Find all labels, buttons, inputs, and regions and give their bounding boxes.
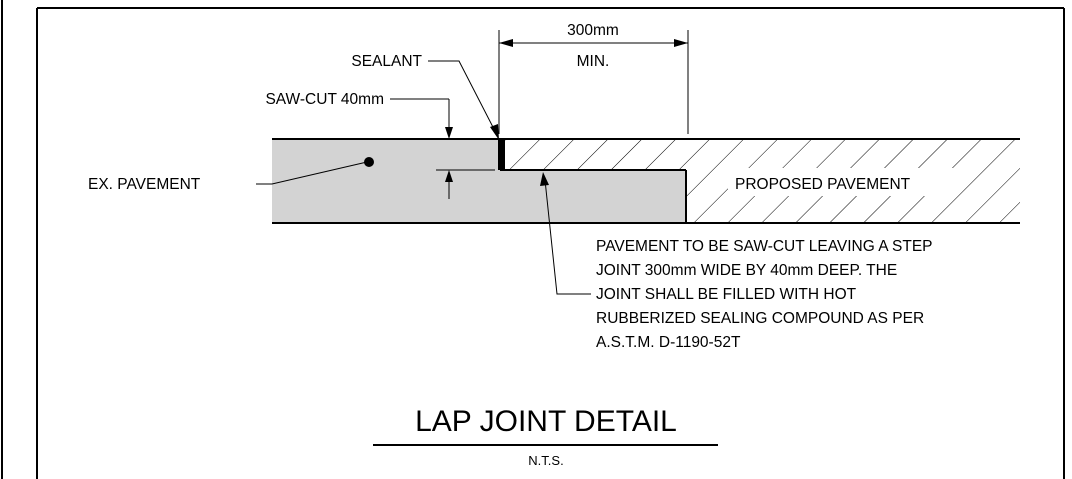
note-line-5: A.S.T.M. D-1190-52T xyxy=(596,334,741,351)
drawing-title: LAP JOINT DETAIL xyxy=(415,405,677,438)
sealant-leader-arrow xyxy=(490,124,499,140)
scale-label: N.T.S. xyxy=(528,453,563,468)
saw-cut-arrow-top xyxy=(445,127,453,139)
existing-pavement-leader xyxy=(256,161,368,185)
dim-arrow-right xyxy=(674,39,688,47)
dim-min-label: MIN. xyxy=(577,53,610,70)
proposed-pavement-label: PROPOSED PAVEMENT xyxy=(735,176,911,193)
saw-cut-label: SAW-CUT 40mm xyxy=(265,91,384,108)
note-line-2: JOINT 300mm WIDE BY 40mm DEEP. THE xyxy=(596,262,897,279)
note-leader xyxy=(544,179,591,295)
existing-pavement-section xyxy=(272,139,686,223)
note-line-3: JOINT SHALL BE FILLED WITH HOT xyxy=(596,286,857,303)
note-line-1: PAVEMENT TO BE SAW-CUT LEAVING A STEP xyxy=(596,238,933,255)
dim-value-label: 300mm xyxy=(567,22,619,39)
sealant-leader xyxy=(428,60,497,134)
note-line-4: RUBBERIZED SEALING COMPOUND AS PER xyxy=(596,310,924,327)
existing-pavement-label: EX. PAVEMENT xyxy=(88,176,201,193)
dim-arrow-left xyxy=(499,39,513,47)
sealant-label: SEALANT xyxy=(351,53,422,70)
existing-pavement-leader-dot xyxy=(364,157,374,167)
note-leader-arrow xyxy=(540,172,549,186)
sealant-block xyxy=(498,139,505,170)
proposed-pavement-label-mask xyxy=(728,168,958,196)
